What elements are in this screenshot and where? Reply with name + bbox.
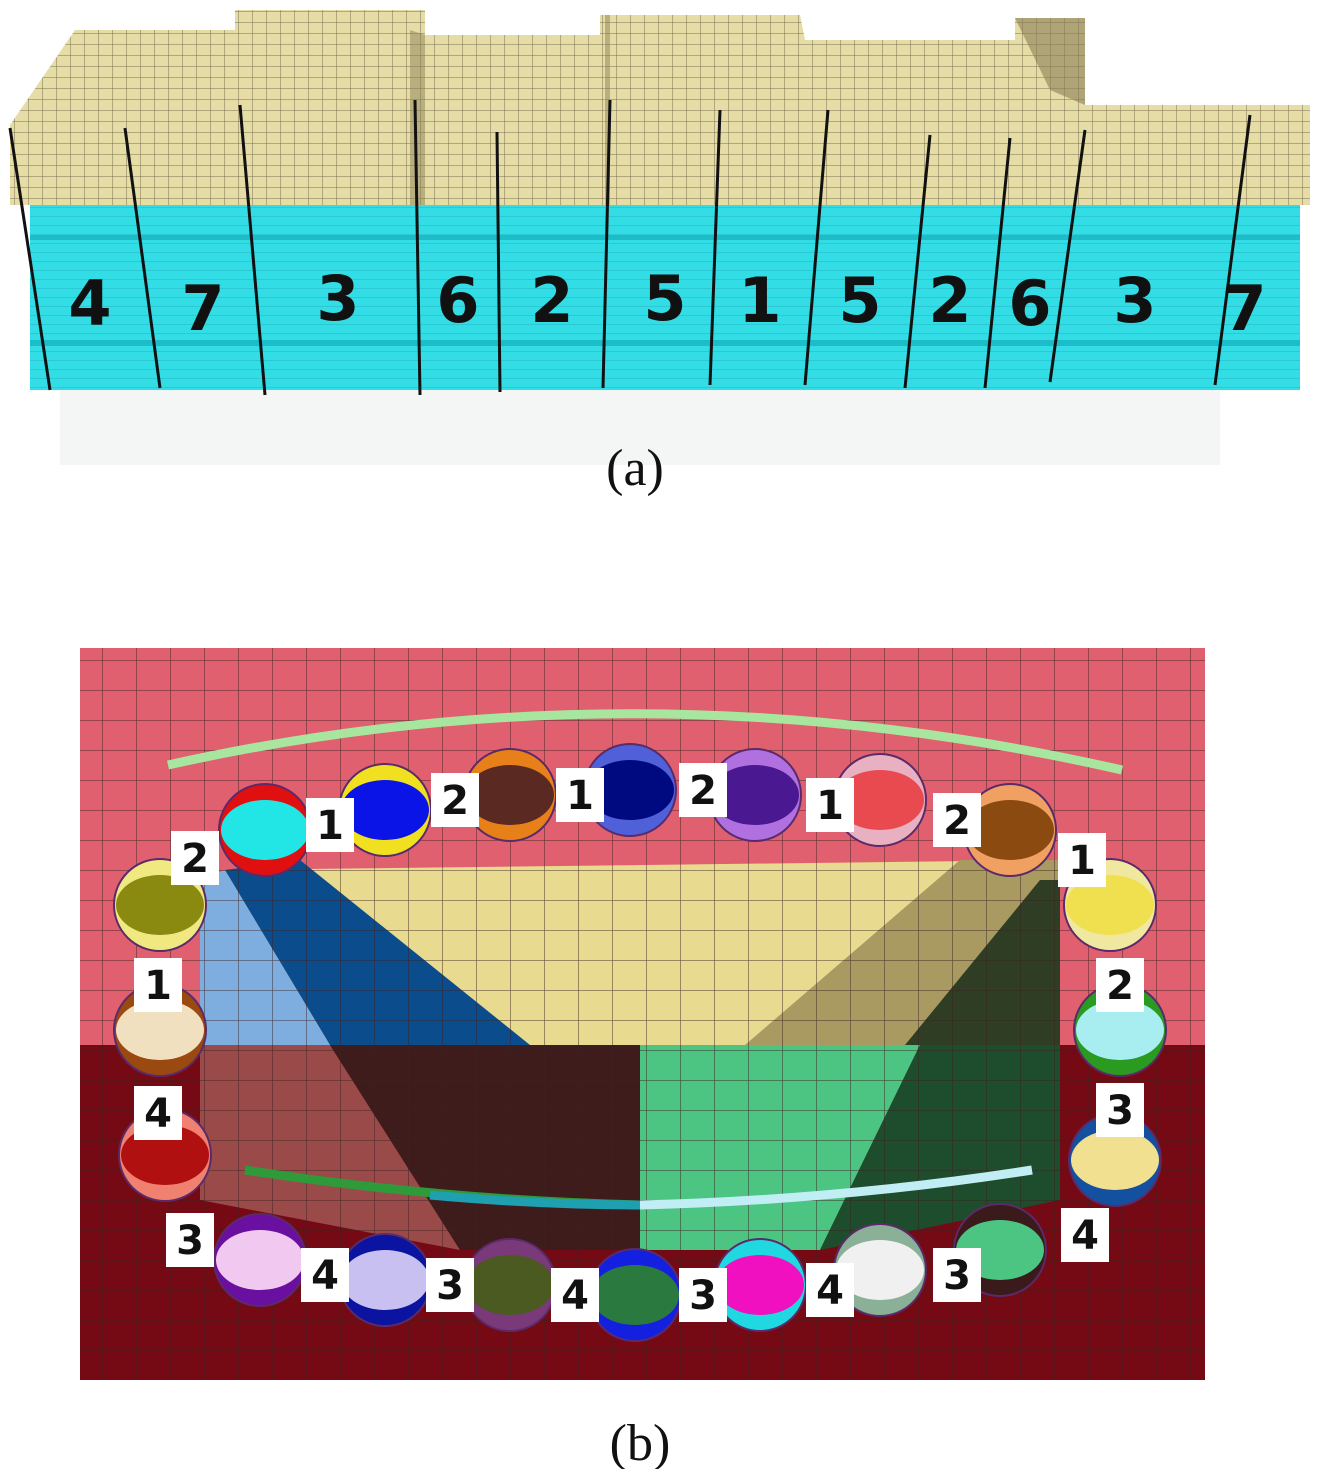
tooth <box>218 783 312 877</box>
lower-arch-wire-right <box>639 1165 1033 1210</box>
tooth-label: 3 <box>426 1258 474 1312</box>
tooth-label-text: 2 <box>441 778 469 824</box>
tooth-label-text: 3 <box>1106 1088 1134 1134</box>
tooth-label: 3 <box>679 1268 727 1322</box>
tooth <box>463 1238 557 1332</box>
segment-number: 2 <box>530 264 573 337</box>
segment-number: 5 <box>643 262 686 335</box>
segment-number: 2 <box>928 264 971 337</box>
tooth-label: 4 <box>134 1086 182 1140</box>
tooth-label-text: 2 <box>181 836 209 882</box>
segment-number: 7 <box>181 272 224 345</box>
cyan-beam <box>30 200 1300 390</box>
tooth-label-text: 1 <box>1068 838 1096 884</box>
mesh-blocks <box>10 10 1310 205</box>
tooth-label-text: 4 <box>561 1273 589 1319</box>
tooth <box>713 1238 807 1332</box>
tooth <box>338 1233 432 1327</box>
tooth-label: 2 <box>1096 958 1144 1012</box>
tooth-label: 4 <box>551 1268 599 1322</box>
tooth <box>338 763 432 857</box>
tooth-label: 2 <box>933 793 981 847</box>
tooth-label-text: 1 <box>816 783 844 829</box>
segment-number: 4 <box>68 267 111 340</box>
panel-a: 4 7 3 6 2 5 1 5 2 6 3 7 (a) <box>8 10 1310 497</box>
tooth-label-text: 1 <box>316 803 344 849</box>
tooth-label-text: 4 <box>311 1253 339 1299</box>
tooth-label: 3 <box>933 1248 981 1302</box>
tooth-label-text: 4 <box>1071 1213 1099 1259</box>
tooth <box>583 743 677 837</box>
tooth-label: 4 <box>301 1248 349 1302</box>
tooth <box>833 753 927 847</box>
tooth-label: 1 <box>556 768 604 822</box>
tooth-label: 2 <box>431 773 479 827</box>
tooth-label: 2 <box>679 763 727 817</box>
tooth-label-text: 2 <box>689 768 717 814</box>
segment-number: 6 <box>1008 267 1051 340</box>
segment-number: 3 <box>316 262 359 335</box>
segment-number: 7 <box>1223 272 1266 345</box>
tooth-labels: 2 1 2 1 2 1 2 1 2 3 4 3 4 3 4 3 4 3 4 1 <box>134 763 1144 1322</box>
tooth-label: 1 <box>806 778 854 832</box>
tooth-label: 4 <box>806 1263 854 1317</box>
segment-number: 6 <box>436 264 479 337</box>
panel-b: 2 1 2 1 2 1 2 1 2 3 4 3 4 3 4 3 4 3 4 1 <box>80 648 1205 1380</box>
tooth <box>213 1213 307 1307</box>
caption-a: (a) <box>606 440 664 497</box>
tooth-label: 3 <box>1096 1083 1144 1137</box>
tooth-label: 4 <box>1061 1208 1109 1262</box>
caption-b: (b) <box>610 1415 671 1469</box>
tooth-label-text: 2 <box>1106 963 1134 1009</box>
tooth-label: 1 <box>134 958 182 1012</box>
tooth-label-text: 3 <box>436 1263 464 1309</box>
segment-number: 5 <box>838 264 881 337</box>
tooth-label-text: 1 <box>144 963 172 1009</box>
tooth-label: 1 <box>306 798 354 852</box>
tooth-label-text: 2 <box>943 798 971 844</box>
divider-lines <box>8 99 1252 396</box>
tooth-label-text: 3 <box>689 1273 717 1319</box>
tooth-label-text: 3 <box>943 1253 971 1299</box>
tooth <box>588 1248 682 1342</box>
lower-arch-wire-mid <box>429 1190 641 1210</box>
tooth-label: 2 <box>171 831 219 885</box>
tooth-label-text: 4 <box>816 1268 844 1314</box>
tooth-label-text: 3 <box>176 1218 204 1264</box>
panel-a-floor <box>60 380 1220 465</box>
tooth <box>963 783 1057 877</box>
segment-number: 1 <box>738 264 781 337</box>
upper-arch-wire <box>167 709 1124 775</box>
tooth-label-text: 4 <box>144 1091 172 1137</box>
tooth-label-text: 1 <box>566 773 594 819</box>
segment-number: 3 <box>1113 264 1156 337</box>
segment-numbers: 4 7 3 6 2 5 1 5 2 6 3 7 <box>68 262 1266 345</box>
tooth <box>1063 858 1157 952</box>
tooth-label: 3 <box>166 1213 214 1267</box>
tooth-label: 1 <box>1058 833 1106 887</box>
teeth <box>113 743 1167 1342</box>
